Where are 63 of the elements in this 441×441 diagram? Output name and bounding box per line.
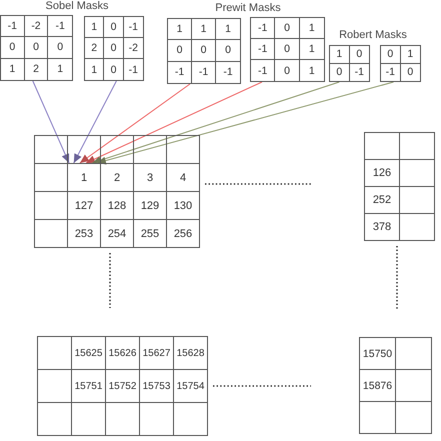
arrow (86, 82, 262, 164)
matrix-cell: 1 (192, 19, 216, 40)
matrix-cell: 0 (168, 40, 192, 62)
matrix-cell: -1 (251, 18, 276, 39)
matrix-cell-text: 1 (56, 62, 64, 78)
matrix-cell: 1 (300, 39, 324, 60)
pixel-grid (34, 135, 200, 248)
matrix-cell: -1 (192, 62, 216, 83)
matrix-cell: 1 (400, 46, 420, 64)
arrow (79, 84, 190, 164)
matrix-cell: 1 (85, 59, 104, 80)
matrix-cell: 0 (1, 37, 25, 59)
matrix-cell: 0 (104, 17, 124, 38)
pixel-grid (364, 132, 435, 241)
matrix-cell: 0 (24, 37, 48, 59)
matrix-cell: 2 (85, 38, 104, 59)
matrix-cell-text: -1 (354, 65, 365, 80)
matrix-cell: -1 (251, 60, 276, 81)
kernel-matrix (380, 45, 421, 82)
matrix-cell: 0 (192, 40, 216, 62)
matrix-cell: 0 (275, 18, 300, 39)
matrix-cell: 0 (381, 46, 400, 64)
matrix-cell: -2 (24, 16, 48, 38)
matrix-cell: 1 (216, 19, 240, 40)
kernel-matrix (84, 16, 144, 81)
matrix-cell: 0 (48, 37, 72, 59)
matrix-cell: 0 (330, 64, 350, 81)
matrix-cell: 1 (300, 18, 324, 39)
arrow (96, 82, 394, 164)
matrix-cell: -1 (251, 39, 276, 60)
matrix-cell: 0 (104, 59, 124, 80)
matrix-cell: 1 (168, 19, 192, 40)
matrix-cell: 0 (216, 40, 240, 62)
kernel-matrix (0, 15, 73, 81)
matrix-cell-text: -1 (128, 62, 139, 78)
matrix-cell: 1 (85, 17, 104, 38)
arrow (32, 80, 70, 164)
matrix-cell: 2 (24, 58, 48, 80)
matrix-cell: -1 (381, 64, 400, 81)
matrix-cell: -1 (48, 16, 72, 38)
matrix-cell-text: -1 (222, 65, 234, 80)
matrix-cell-text: 0 (406, 65, 414, 80)
mask-group-title: Prewit Masks (215, 2, 281, 14)
arrow (73, 80, 117, 164)
pixel-grid (37, 336, 208, 436)
arrow (92, 82, 340, 164)
matrix-cell: 1 (330, 46, 350, 64)
matrix-cell: 0 (275, 60, 300, 81)
matrix-cell: 1 (1, 58, 25, 80)
matrix-cell: -1 (124, 17, 143, 38)
mask-group-title: Robert Masks (339, 29, 407, 41)
matrix-cell-text: 1 (308, 64, 316, 78)
matrix-cell: -2 (124, 38, 143, 59)
matrix-cell: 0 (350, 46, 369, 64)
matrix-cell: -1 (1, 16, 25, 38)
kernel-matrix (250, 17, 325, 82)
kernel-matrix (167, 18, 241, 84)
matrix-cell: 0 (104, 38, 124, 59)
matrix-cell: 0 (275, 39, 300, 60)
pixel-grid (359, 337, 432, 434)
matrix-cell: -1 (168, 62, 192, 83)
mask-group-title: Sobel Masks (46, 0, 108, 12)
kernel-matrix (329, 45, 370, 82)
